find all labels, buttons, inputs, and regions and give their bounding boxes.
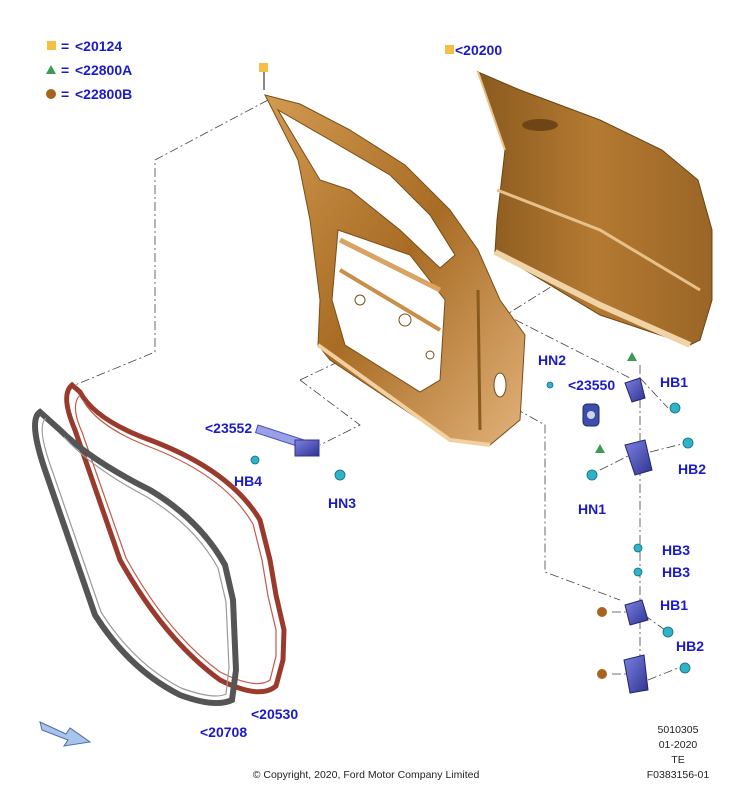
door-seal-inner-edge: [41, 417, 230, 697]
fasteners: [250, 381, 694, 674]
footer-region: TE: [671, 754, 684, 766]
legend-square-code: <20124: [75, 38, 122, 54]
inner-door-frame: [264, 94, 526, 447]
triangle-marker-icon: [46, 65, 56, 74]
door-seal-outer: [64, 381, 287, 695]
label-hb3-b: HB3: [662, 564, 690, 580]
square-marker-icon: [47, 41, 56, 50]
footer-date: 01-2020: [659, 739, 698, 751]
label-hb3-a: HB3: [662, 542, 690, 558]
circle-marker-icon: [46, 89, 56, 99]
legend-equals: =: [61, 86, 69, 102]
label-outer-panel: <20200: [455, 42, 502, 58]
legend-triangle-code: <22800A: [75, 62, 132, 78]
label-seal-outer: <20530: [251, 706, 298, 722]
triangle-marker-icon: [627, 352, 637, 361]
label-hb2-bottom: HB2: [676, 638, 704, 654]
front-direction-arrow-icon: [39, 721, 92, 747]
circle-marker-icon: [597, 607, 607, 617]
door-seal-inner: [32, 408, 240, 707]
label-check-arm: <23552: [205, 420, 252, 436]
triangle-marker-icon: [595, 444, 605, 453]
plug-23550: [582, 403, 600, 427]
lower-door-hinge: [623, 599, 649, 694]
copyright-text: © Copyright, 2020, Ford Motor Company Li…: [253, 769, 480, 781]
label-hb4: HB4: [234, 473, 262, 489]
door-seal-outer-inner-edge: [74, 394, 277, 685]
square-marker-icon: [259, 63, 268, 72]
circle-marker-icon: [597, 669, 607, 679]
label-hn2: HN2: [538, 352, 566, 368]
door-check-arm: [254, 424, 320, 457]
legend-equals: =: [61, 38, 69, 54]
upper-door-hinge: [624, 377, 653, 476]
footer-code: 5010305: [658, 724, 699, 736]
figure-number: F0383156-01: [647, 769, 710, 781]
legend-circle-code: <22800B: [75, 86, 132, 102]
outer-door-panel: [477, 71, 713, 348]
label-hn1: HN1: [578, 501, 606, 517]
legend-equals: =: [61, 62, 69, 78]
label-hb1-top: HB1: [660, 374, 688, 390]
label-hn3: HN3: [328, 495, 356, 511]
label-hb1-bottom: HB1: [660, 597, 688, 613]
label-seal-inner: <20708: [200, 724, 247, 740]
legend: = <20124 = <22800A = <22800B: [46, 38, 132, 102]
square-marker-icon: [445, 45, 454, 54]
label-hb2-top: HB2: [678, 461, 706, 477]
label-plug: <23550: [568, 377, 615, 393]
